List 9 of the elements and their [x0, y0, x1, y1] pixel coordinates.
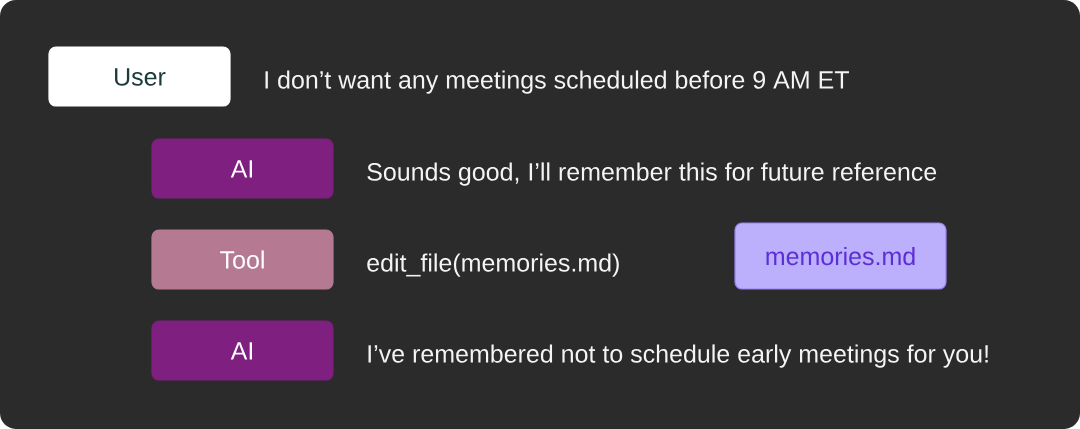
file-box: memories.md — [734, 222, 947, 290]
message-text: I’ve remembered not to schedule early meetings for you! — [368, 344, 988, 368]
role-box: User — [48, 46, 231, 107]
role-box: Tool — [151, 229, 334, 290]
role-box: AI — [151, 320, 334, 381]
role-box: AI — [151, 138, 334, 199]
message-text: Sounds good, I’ll remember this for future reference — [367, 162, 937, 186]
message-text: edit_file(memories.md) — [367, 253, 619, 277]
message-text: I don’t want any meetings scheduled before 9 AM ET — [265, 70, 849, 94]
